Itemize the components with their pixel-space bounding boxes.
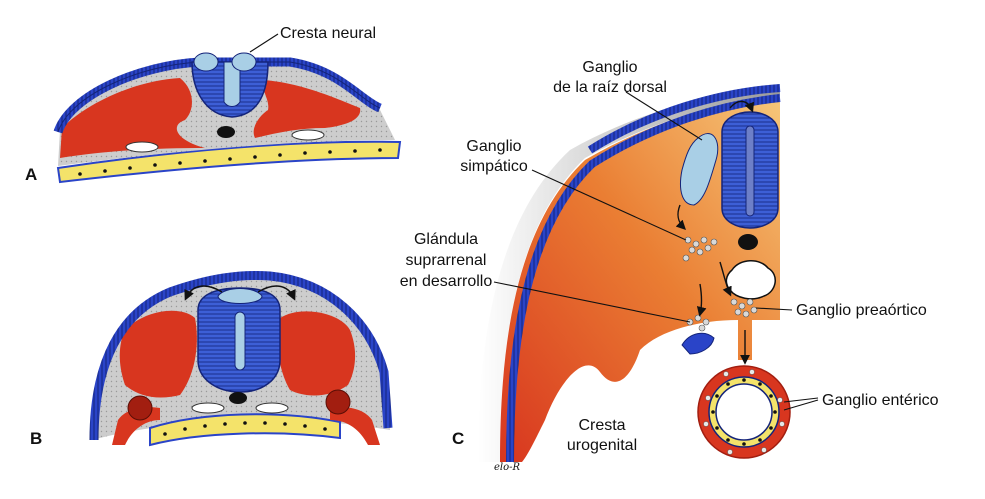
panel-c-letter: C [452, 429, 464, 448]
panel-a-mesoderm-left [60, 78, 205, 158]
panel-b-ganglion-right [325, 389, 351, 415]
panel-a-leader-cresta [249, 33, 279, 53]
panel-b-mesoderm-lateral-right [330, 407, 380, 445]
panel-b-letter: B [30, 429, 42, 448]
panel-b-cavity-right [255, 402, 289, 414]
panel-c-notochord [738, 234, 758, 250]
panel-b-mesoderm-left [119, 310, 197, 398]
label-ganglio-simpatico-2: simpático [460, 158, 528, 175]
panel-b-mesoderm-right [277, 311, 356, 396]
artist-signature: elo-R [494, 462, 521, 473]
panel-a-endoderm-dots [78, 148, 382, 176]
panel-c-section: Ganglio de la raíz dorsal Ganglio simpát… [400, 59, 939, 473]
leader-dorsal-root [625, 91, 703, 141]
label-glandula-2: suprarrenal [406, 252, 487, 269]
panel-c-gut-lumen [715, 383, 773, 441]
panel-b-cavity-left [191, 402, 225, 414]
panel-c-ectoderm-top [587, 84, 781, 154]
leader-enteric-2 [783, 399, 819, 411]
panel-b-neural-crest [217, 288, 263, 304]
label-ganglio-simpatico-1: Ganglio [466, 138, 521, 155]
panel-b-arrow-right [257, 285, 296, 301]
panel-a-cavity-left [125, 141, 159, 153]
panel-c-adrenal-gland [681, 332, 715, 355]
label-ganglio-enterico: Ganglio entérico [822, 392, 939, 409]
panel-b-arrow-left [184, 285, 223, 301]
panel-a-endoderm [56, 140, 402, 184]
panel-c-ectoderm [506, 94, 781, 463]
panel-a-notochord [217, 126, 235, 138]
panel-c-dorsal-root-ganglion [680, 133, 719, 206]
panel-b-ectoderm [89, 271, 393, 441]
panel-a-mesoderm-right [253, 80, 361, 138]
panel-c-preaortic-ganglion [730, 298, 758, 318]
label-ganglio-preaortico: Ganglio preaórtico [796, 302, 927, 319]
panel-b-endoderm [149, 413, 341, 447]
panel-c-outer-band [478, 88, 780, 462]
panel-b-notochord [229, 392, 247, 404]
panel-c-arrow-dorsal [729, 100, 754, 113]
leader-adrenal [493, 281, 691, 323]
leader-preaortic [755, 307, 793, 311]
panel-c-neural-canal [745, 125, 755, 217]
leader-enteric-1 [783, 397, 819, 403]
panel-c-sympathetic-ganglion [682, 236, 718, 262]
leader-sympathetic [531, 169, 687, 241]
panel-b-neural-canal [234, 311, 246, 371]
panel-a-neural-groove [223, 61, 241, 107]
label-cresta-urogenital-1: Cresta [578, 417, 625, 434]
panel-c-arrow-preaortic [719, 261, 732, 297]
panel-c-enteric-cells [703, 369, 785, 455]
label-ganglio-raiz-dorsal-2: de la raíz dorsal [553, 79, 667, 96]
panel-c-gut-dots [711, 378, 777, 446]
panel-a-neural-crest-left [193, 52, 219, 72]
panel-a-cavity-right [291, 129, 325, 141]
label-ganglio-raiz-dorsal-1: Ganglio [582, 59, 637, 76]
label-glandula-3: en desarrollo [400, 273, 493, 290]
panel-b-ganglion-left [127, 395, 153, 421]
panel-a-letter: A [25, 165, 37, 184]
panel-b-endoderm-dots [163, 421, 327, 436]
panel-c-arrow-adrenal [696, 283, 707, 317]
panel-a-neural-crest-right [231, 52, 257, 72]
label-cresta-urogenital-2: urogenital [567, 437, 637, 454]
label-cresta-neural: Cresta neural [280, 25, 376, 42]
panel-c-arrow-sympathetic [675, 204, 686, 230]
label-glandula-1: Glándula [414, 231, 478, 248]
panel-b-section: B [30, 271, 393, 448]
panel-a-section: Cresta neural A [25, 25, 402, 184]
